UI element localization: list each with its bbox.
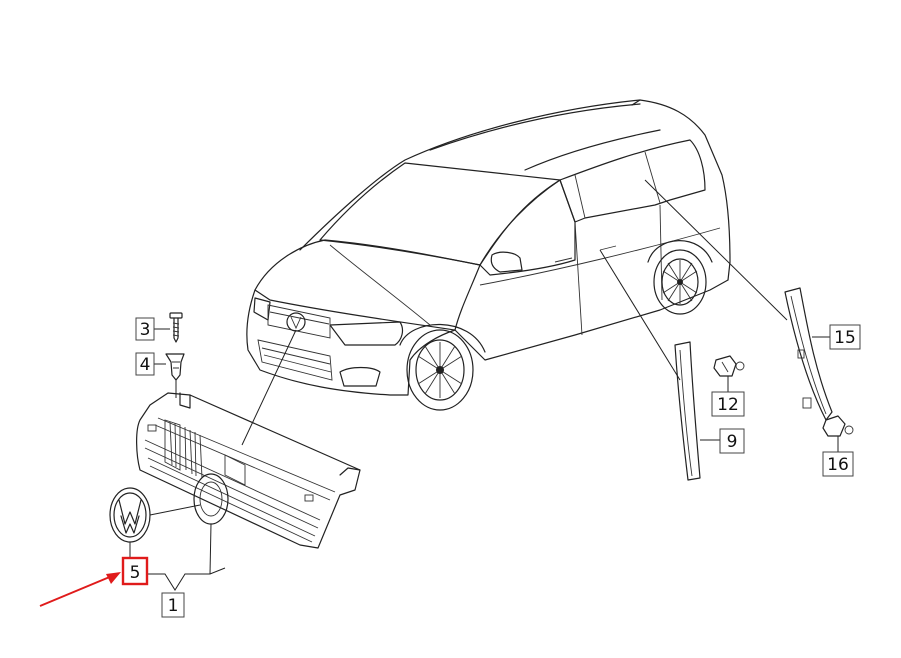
trim-strip-part-15 [784,287,833,421]
clip-part-12 [713,355,745,377]
svg-text:1: 1 [168,596,179,616]
label-part-3: 3 [135,317,155,341]
radiator-grille [136,392,361,549]
vehicle-illustration [246,99,731,411]
trim-strip-part-9 [674,341,701,481]
clip-part-4 [165,353,185,381]
svg-text:3: 3 [140,320,151,340]
label-part-5: 5 [121,556,149,586]
svg-text:15: 15 [834,328,856,348]
clip-part-16 [822,415,854,437]
svg-text:12: 12 [717,395,739,415]
svg-text:5: 5 [130,563,141,583]
label-part-1: 1 [161,592,185,618]
label-part-4: 4 [135,352,155,376]
label-part-9: 9 [719,428,745,454]
label-part-12: 12 [711,391,745,417]
label-part-15: 15 [829,324,861,350]
svg-text:9: 9 [727,432,738,452]
screw-part-3 [169,312,183,343]
svg-text:16: 16 [827,455,849,475]
label-part-16: 16 [822,451,854,477]
svg-text:4: 4 [140,355,151,375]
highlight-arrow [39,572,121,607]
leader-lines [129,179,839,591]
vw-emblem [109,487,151,543]
